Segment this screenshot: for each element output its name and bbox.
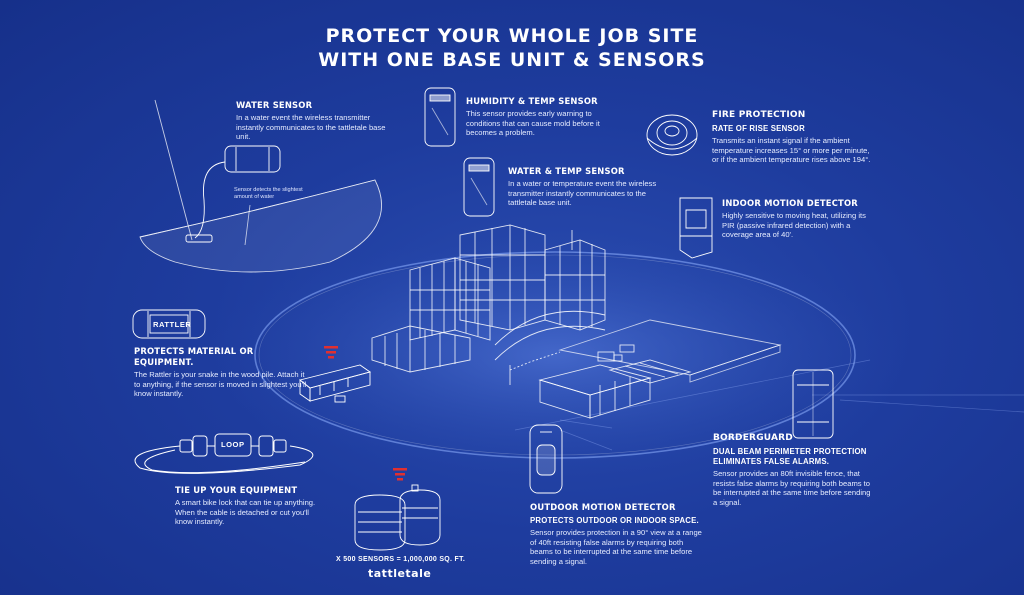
- humidity-temp-block: HUMIDITY & TEMP SENSOR This sensor provi…: [466, 96, 621, 138]
- fire-subheading: RATE OF RISE SENSOR: [712, 124, 805, 133]
- loop-label: LOOP: [221, 440, 245, 449]
- loop-lock-icon: [134, 433, 314, 474]
- indoor-motion-body: Highly sensitive to moving heat, utilizi…: [722, 211, 866, 240]
- trailer-icon: [299, 364, 372, 403]
- construction-site: [371, 224, 782, 419]
- loop-block: TIE UP YOUR EQUIPMENT A smart bike lock …: [175, 485, 320, 527]
- loop-heading: TIE UP YOUR EQUIPMENT: [175, 485, 298, 495]
- fire-protection-block: FIRE PROTECTION RATE OF RISE SENSOR Tran…: [712, 110, 877, 165]
- borderguard-block: BORDERGUARD DUAL BEAM PERIMETER PROTECTI…: [713, 433, 873, 507]
- outdoor-motion-subheading: PROTECTS OUTDOOR OR INDOOR SPACE.: [530, 516, 699, 525]
- water-temp-sensor-icon: [463, 157, 495, 217]
- fire-body: Transmits an instant signal if the ambie…: [712, 136, 871, 165]
- rattler-sensor-icon: [132, 309, 206, 339]
- water-sensor-heading: WATER SENSOR: [236, 100, 313, 110]
- borderguard-heading: BORDERGUARD: [713, 433, 793, 443]
- rattler-block: PROTECTS MATERIAL OR EQUIPMENT. The Ratt…: [134, 346, 309, 399]
- coverage-equation: X 500 SENSORS = 1,000,000 SQ. FT.: [336, 556, 466, 563]
- humidity-temp-body: This sensor provides early warning to co…: [466, 109, 600, 138]
- water-temp-body: In a water or temperature event the wire…: [508, 179, 657, 208]
- rattler-heading: PROTECTS MATERIAL OR EQUIPMENT.: [134, 346, 254, 367]
- page-subtitle: WITH ONE BASE UNIT & SENSORS: [318, 49, 706, 71]
- signal-icon: [393, 468, 407, 481]
- fire-heading: FIRE PROTECTION: [712, 110, 806, 120]
- water-sensor-annotation: Sensor detects the slightest amount of w…: [234, 187, 303, 200]
- rattler-label: RATTLER: [153, 320, 192, 329]
- borderguard-subheading: DUAL BEAM PERIMETER PROTECTION ELIMINATE…: [713, 447, 867, 466]
- indoor-motion-block: INDOOR MOTION DETECTOR Highly sensitive …: [722, 198, 872, 240]
- water-temp-block: WATER & TEMP SENSOR In a water or temper…: [508, 166, 658, 208]
- smoke-detector-icon: [646, 114, 698, 156]
- outdoor-motion-heading: OUTDOOR MOTION DETECTOR: [530, 502, 676, 512]
- beam-lines: [514, 359, 1024, 451]
- indoor-motion-heading: INDOOR MOTION DETECTOR: [722, 198, 858, 208]
- water-sensor-icon: [139, 99, 383, 273]
- base-unit-icon: [354, 484, 441, 551]
- indoor-motion-icon: [679, 197, 713, 259]
- page-title: PROTECT YOUR WHOLE JOB SITE: [325, 25, 699, 47]
- loop-body: A smart bike lock that can tie up anythi…: [175, 498, 316, 527]
- brand-logo: tattletale: [368, 567, 432, 580]
- outdoor-motion-icon: [529, 424, 563, 494]
- water-temp-heading: WATER & TEMP SENSOR: [508, 166, 625, 176]
- water-sensor-body: In a water event the wireless transmitte…: [236, 113, 386, 142]
- coverage-ellipse: [205, 235, 905, 475]
- rattler-body: The Rattler is your snake in the wood pi…: [134, 370, 307, 399]
- water-sensor-block: WATER SENSOR In a water event the wirele…: [236, 100, 386, 142]
- borderguard-body: Sensor provides an 80ft invisible fence,…: [713, 469, 871, 507]
- signal-icon: [324, 346, 338, 359]
- humidity-sensor-icon: [424, 87, 456, 147]
- humidity-temp-heading: HUMIDITY & TEMP SENSOR: [466, 96, 598, 106]
- borderguard-icon: [792, 369, 834, 439]
- outdoor-motion-block: OUTDOOR MOTION DETECTOR PROTECTS OUTDOOR…: [530, 502, 705, 566]
- outdoor-motion-body: Sensor provides protection in a 90° view…: [530, 528, 702, 566]
